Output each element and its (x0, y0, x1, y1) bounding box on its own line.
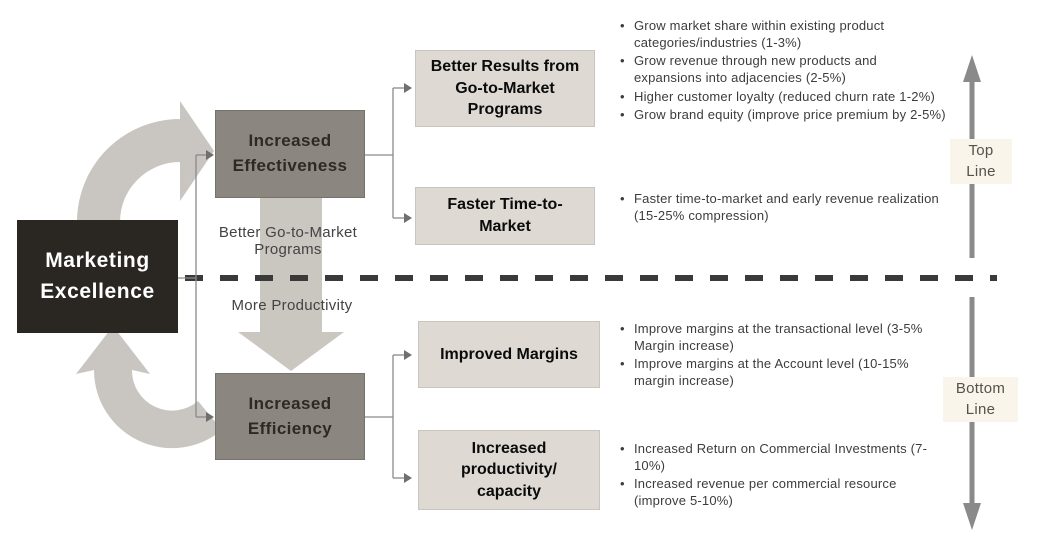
bullet-dot: • (620, 18, 625, 33)
bullet-text: Increased Return on Commercial Investmen… (634, 441, 928, 474)
arrowhead-to-efficiency-icon (206, 412, 214, 422)
flow-label-better-gtm-programs: Better Go-to-Market Programs (218, 224, 358, 259)
side-label-top-line: Top Line (950, 139, 1012, 184)
bullet-dot: • (620, 476, 625, 492)
outcome-label: Better Results from Go-to-Market Program… (430, 58, 580, 119)
bullet-text: Improve margins at the transactional lev… (634, 321, 923, 354)
outcome-label: Increased productivity/ capacity (460, 439, 557, 500)
hub-connector-lines (178, 154, 206, 418)
hub-box-marketing-excellence: Marketing Excellence (17, 220, 178, 333)
bullet-text: Grow revenue through new products and ex… (634, 53, 877, 86)
bullet-text: Grow market share within existing produc… (634, 18, 885, 51)
bullet-text: Increased revenue per commercial resourc… (634, 476, 897, 509)
bullet-dot: • (620, 191, 625, 206)
bullet-dot: • (620, 53, 625, 69)
outcome-label: Faster Time-to- Market (447, 196, 563, 235)
bullet-dot: • (620, 356, 625, 372)
bullet-item: • Grow brand equity (improve price premi… (620, 106, 946, 123)
bullet-text: Faster time-to-market and early revenue … (634, 191, 939, 224)
arrowhead-to-effectiveness-icon (206, 150, 214, 160)
curved-arrow-return-icon (76, 326, 222, 449)
bullet-list-faster-time-to-market: • Faster time-to-market and early revenu… (620, 190, 946, 225)
bullet-item: • Improve margins at the Account level (… (620, 355, 946, 389)
bullet-text: Grow brand equity (improve price premium… (634, 106, 946, 122)
bullet-list-increased-productivity: • Increased Return on Commercial Investm… (620, 440, 946, 511)
outcome-box-better-results: Better Results from Go-to-Market Program… (415, 50, 595, 127)
big-down-arrow-icon (238, 197, 344, 371)
side-label-bottom-line: Bottom Line (943, 377, 1018, 422)
arrowhead-to-improved-margins-icon (404, 350, 412, 360)
arrowhead-to-faster-ttm-icon (404, 213, 412, 223)
bullet-dot: • (620, 321, 625, 336)
arrowhead-to-better-results-icon (404, 83, 412, 93)
driver-box-increased-efficiency: Increased Efficiency (215, 373, 365, 460)
bullet-dot: • (620, 106, 625, 122)
efficiency-connector-lines (365, 354, 404, 479)
bullet-text: Improve margins at the Account level (10… (634, 356, 909, 389)
bullet-item: • Improve margins at the transactional l… (620, 320, 946, 354)
bullet-item: • Grow market share within existing prod… (620, 17, 946, 51)
bullet-text: Higher customer loyalty (reduced churn r… (634, 88, 935, 104)
outcome-label: Improved Margins (440, 345, 578, 363)
bullet-dot: • (620, 88, 625, 104)
outcome-box-improved-margins: Improved Margins (418, 321, 600, 388)
curved-arrow-up-icon (77, 101, 214, 222)
arrowhead-to-productivity-icon (404, 473, 412, 483)
driver-label: Increased Efficiency (247, 393, 333, 438)
bullet-item: • Higher customer loyalty (reduced churn… (620, 88, 946, 105)
outcome-box-faster-time-to-market: Faster Time-to- Market (415, 187, 595, 245)
outcome-box-increased-productivity: Increased productivity/ capacity (418, 430, 600, 510)
bullet-item: • Increased Return on Commercial Investm… (620, 440, 946, 474)
bullet-list-better-results: • Grow market share within existing prod… (620, 17, 946, 124)
bullet-dot: • (620, 441, 625, 456)
bullet-item: • Increased revenue per commercial resou… (620, 475, 946, 509)
driver-box-increased-effectiveness: Increased Effectiveness (215, 110, 365, 198)
bullet-item: • Faster time-to-market and early revenu… (620, 190, 946, 224)
bullet-list-improved-margins: • Improve margins at the transactional l… (620, 320, 946, 391)
driver-label: Increased Effectiveness (232, 131, 348, 175)
flow-label-more-productivity: More Productivity (231, 297, 353, 314)
bullet-item: • Grow revenue through new products and … (620, 52, 946, 86)
effectiveness-connector-lines (365, 87, 404, 219)
hub-label: Marketing Excellence (40, 249, 155, 303)
